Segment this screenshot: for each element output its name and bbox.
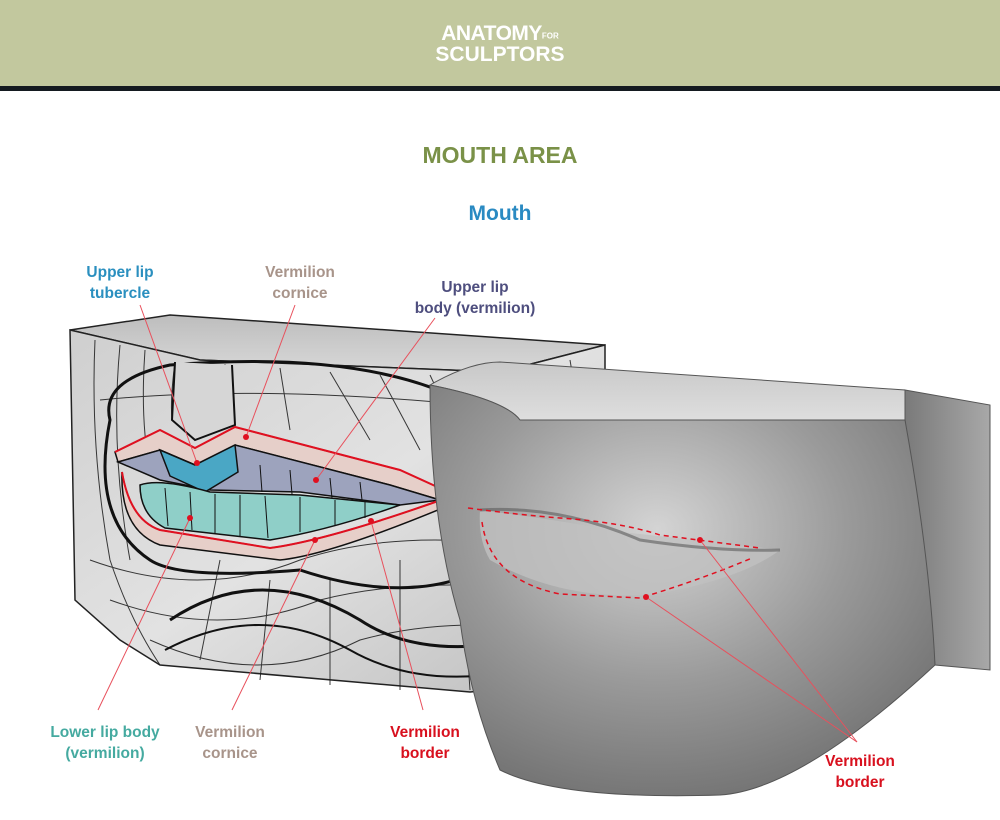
section-subtitle: Mouth [468,202,532,225]
leader-lines [97,304,858,743]
label-vermilion-border-left: Vermilion border [390,724,460,762]
logo-for: FOR [541,31,559,41]
anchor-dots [187,434,703,600]
logo: ANATOMYFOR SCULPTORS [0,22,1000,67]
sculpted-model [428,361,991,797]
logo-line1: ANATOMY [441,22,542,45]
label-upper-lip-tubercle: Upper lip tubercle [86,264,154,302]
page-title: MOUTH AREA [422,142,578,168]
label-upper-lip-body: Upper lip body (vermilion) [414,279,536,317]
label-vermilion-cornice-top: Vermilion cornice [265,264,335,302]
label-vermilion-border-right: Vermilion border [825,753,895,791]
label-lower-lip-body: Lower lip body (vermilion) [50,724,160,762]
label-vermilion-cornice-bottom: Vermilion cornice [195,724,265,762]
header-divider [0,86,1000,91]
logo-line2: SCULPTORS [435,43,565,67]
header-banner [0,0,1000,86]
